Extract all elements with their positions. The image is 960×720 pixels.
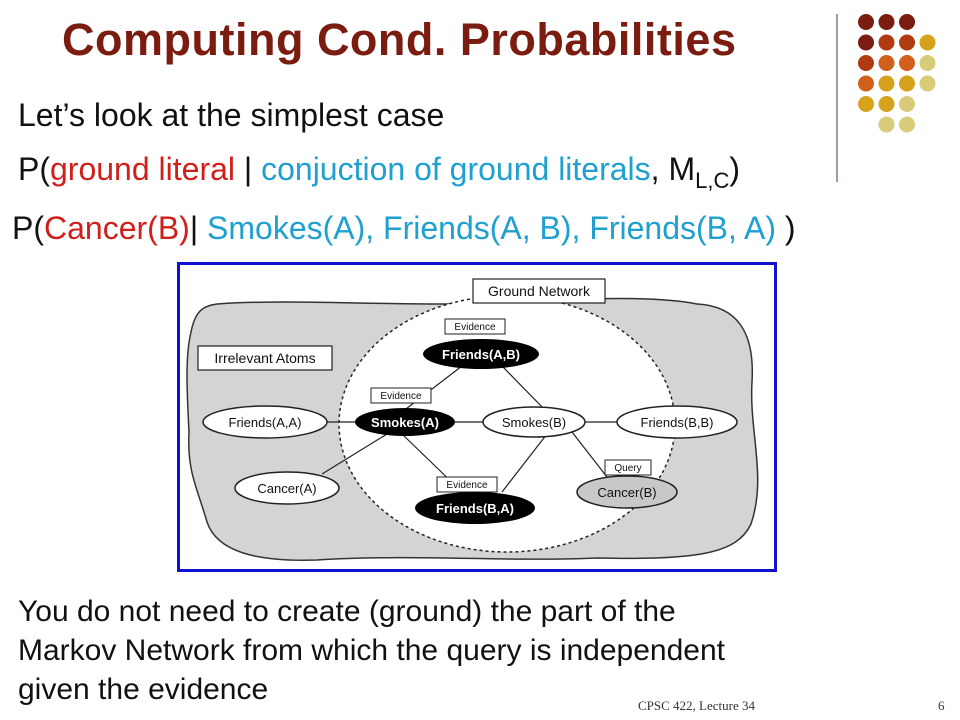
decorative-dot [919, 55, 936, 71]
formula-open: P( [18, 151, 50, 187]
evidence-tag-smokesa [370, 387, 432, 404]
edge-smokesb-cancerb [571, 431, 608, 478]
ground-network-label: Ground Network [488, 283, 591, 299]
decorative-dot [858, 14, 874, 30]
node-friends-bb-label: Friends(B,B) [641, 415, 714, 430]
decorative-dot [858, 34, 874, 51]
formula-evidence: conjuction of ground literals [261, 151, 651, 187]
example-sep: | [189, 210, 208, 246]
node-smokes-b-label: Smokes(B) [502, 415, 566, 430]
edge-friendsab-smokesa [401, 365, 463, 413]
decorative-dot [858, 96, 874, 112]
decorative-dot [899, 14, 915, 30]
formula-model: , M [650, 151, 696, 187]
page-number: 6 [938, 698, 945, 713]
node-smokes-b [482, 406, 586, 438]
body-line-1: You do not need to create (ground) the p… [18, 595, 676, 628]
body-line-3: given the evidence [18, 673, 269, 706]
node-friends-aa [202, 405, 328, 439]
decorative-dot [899, 34, 915, 51]
decorative-dot [878, 96, 895, 112]
example-formula: P(Cancer(B)| Smokes(A), Friends(A, B), F… [12, 210, 796, 247]
decorative-dot-grid [858, 14, 936, 133]
slide-title: Computing Cond. Probabilities [62, 14, 737, 65]
example-evidence: Smokes(A), Friends(A, B), Friends(B, A) [207, 210, 777, 246]
edge-smokesb-friendsba [501, 433, 548, 493]
query-tag-cancerb-label: Query [614, 463, 641, 474]
decorative-dot [858, 75, 874, 92]
irrelevant-atoms-label-box [197, 345, 333, 371]
evidence-tag-friendsab [444, 318, 506, 335]
decorative-dot [878, 116, 895, 133]
edge-smokesa-cancera [321, 433, 388, 475]
decorative-dot [899, 75, 915, 92]
title-divider [836, 14, 838, 182]
example-close: ) [776, 210, 796, 246]
evidence-tag-friendsab-label: Evidence [454, 322, 496, 333]
decorative-dot [919, 34, 936, 51]
ground-network-diagram: Ground Network Irrelevant Atoms Evidence… [177, 262, 777, 572]
node-cancer-b-label: Cancer(B) [597, 485, 656, 500]
decorative-dot [878, 34, 895, 51]
node-cancer-b [576, 475, 678, 509]
edge-friendsab-smokesb [501, 365, 548, 413]
node-friends-ab [423, 339, 539, 369]
intro-line: Let’s look at the simplest case [18, 97, 445, 133]
decorative-dot [899, 55, 915, 71]
irrelevant-atoms-label: Irrelevant Atoms [214, 350, 315, 366]
evidence-tag-smokesa-label: Evidence [380, 391, 422, 402]
formula-subscript: L,C [695, 168, 730, 193]
decorative-dot [878, 55, 895, 71]
decorative-dot [878, 14, 895, 30]
node-friends-ab-label: Friends(A,B) [442, 347, 520, 362]
node-friends-aa-label: Friends(A,A) [229, 415, 302, 430]
node-friends-ba [415, 492, 535, 524]
node-friends-bb [616, 405, 738, 439]
general-formula: P(ground literal | conjuction of ground … [18, 151, 740, 193]
node-friends-ba-label: Friends(B,A) [436, 501, 514, 516]
decorative-dot [899, 116, 915, 133]
example-query: Cancer(B) [44, 210, 190, 246]
query-tag-cancerb [604, 459, 652, 476]
decorative-dot [878, 75, 895, 92]
node-cancer-a [234, 471, 340, 505]
example-open: P( [12, 210, 44, 246]
decorative-dot [899, 96, 915, 112]
evidence-tag-friendsba [436, 476, 498, 493]
body-text: You do not need to create (ground) the p… [18, 592, 918, 709]
node-cancer-a-label: Cancer(A) [257, 481, 316, 496]
decorative-dot [858, 55, 874, 71]
formula-close: ) [729, 151, 740, 187]
slide-footer: CPSC 422, Lecture 34 [638, 698, 755, 713]
evidence-tag-friendsba-label: Evidence [446, 480, 488, 491]
decorative-dot [919, 75, 936, 92]
body-line-2: Markov Network from which the query is i… [18, 634, 725, 667]
formula-sep: | [235, 151, 262, 187]
formula-query: ground literal [50, 151, 235, 187]
ground-network-label-box [472, 278, 606, 304]
node-smokes-a-label: Smokes(A) [371, 415, 439, 430]
node-smokes-a [355, 408, 455, 436]
